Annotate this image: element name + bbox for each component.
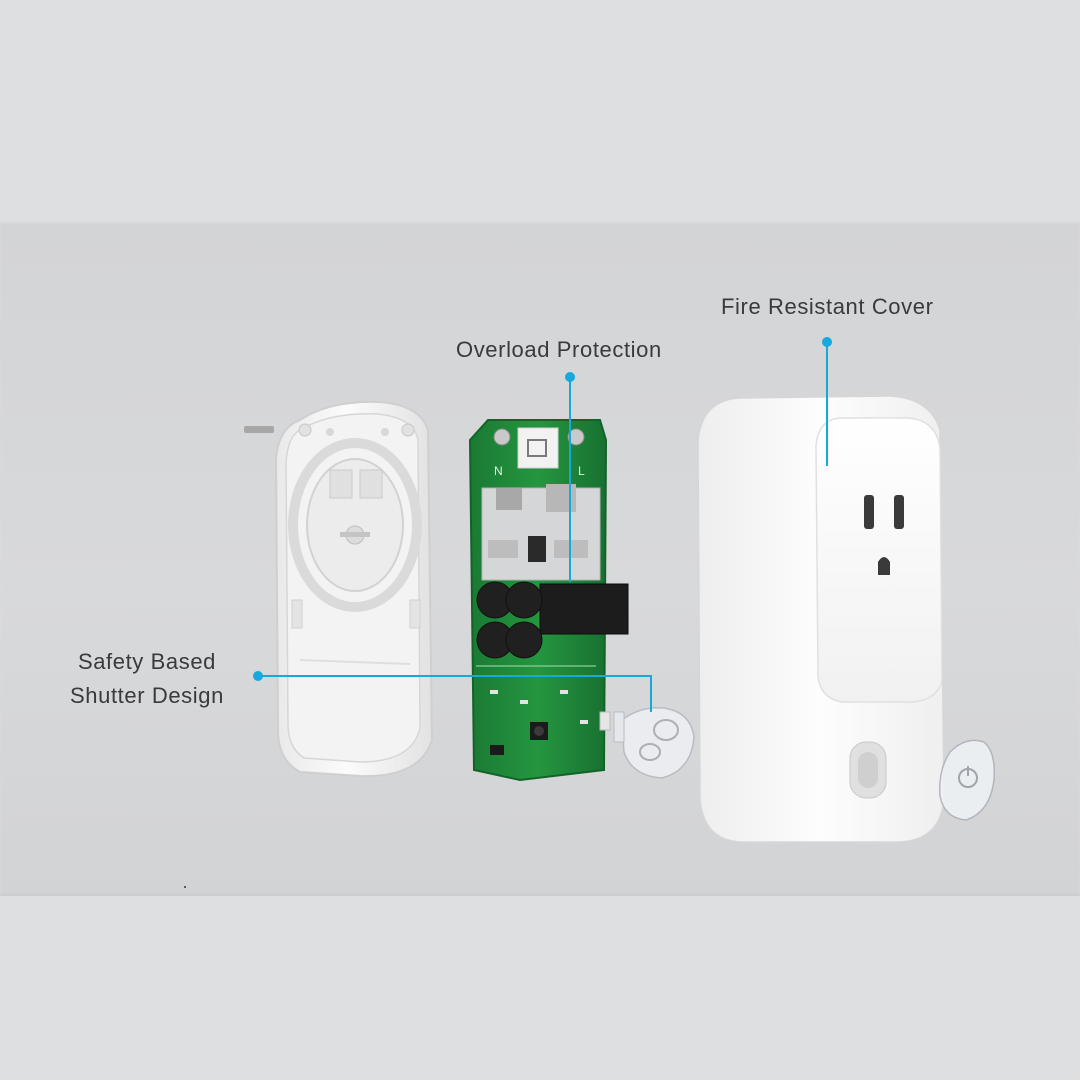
top-band xyxy=(0,0,1080,220)
screw-icon xyxy=(244,426,274,433)
power-button-part xyxy=(938,739,996,821)
back-housing xyxy=(244,400,434,778)
callout-dot-safety xyxy=(253,671,263,681)
circuit-board: N L xyxy=(468,419,629,782)
relay xyxy=(539,583,629,635)
outlet-slot-right xyxy=(894,495,904,529)
callout-safety-shutter: Safety Based Shutter Design xyxy=(70,645,224,713)
callout-safety-line2: Shutter Design xyxy=(70,683,224,708)
callout-fire-resistant-cover: Fire Resistant Cover xyxy=(721,294,934,319)
front-cover xyxy=(697,395,945,843)
callout-overload-protection: Overload Protection xyxy=(456,337,662,362)
callout-line-safety xyxy=(258,675,652,712)
outlet-face xyxy=(815,417,943,703)
bottom-band xyxy=(0,896,1080,1080)
callout-dot-fire xyxy=(822,337,832,347)
callout-dot-overload xyxy=(565,372,575,382)
screw-icon xyxy=(567,428,585,446)
pcb-marking-l: L xyxy=(578,464,585,478)
safety-shutter xyxy=(613,707,695,779)
outlet-ground xyxy=(878,557,890,575)
callout-lines xyxy=(253,337,832,712)
screw-icon xyxy=(493,428,511,446)
pcb-marking-n: N xyxy=(494,464,503,478)
callout-safety-line1: Safety Based xyxy=(77,649,216,674)
outlet-slot-left xyxy=(864,495,874,529)
